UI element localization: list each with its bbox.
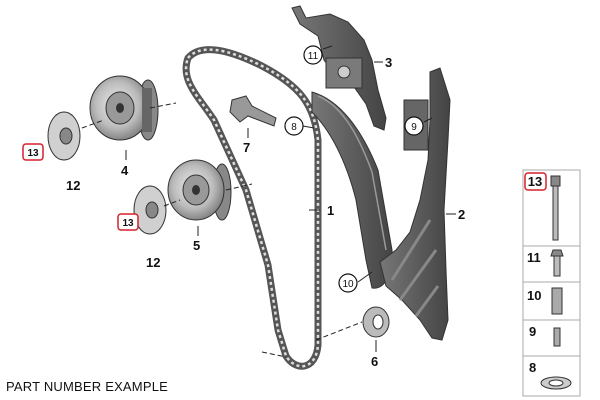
legend-item-11: 11 [527,249,564,277]
tensioner-bolt [229,95,277,127]
adjuster-plate-lower [133,185,167,235]
svg-text:11: 11 [308,51,319,62]
svg-text:8: 8 [529,360,536,375]
svg-text:10: 10 [527,288,541,303]
small-pin-icon [553,327,561,347]
svg-text:7: 7 [243,140,250,155]
svg-text:6: 6 [371,354,378,369]
svg-text:9: 9 [411,122,417,133]
washer-icon [540,376,572,390]
callout-10: 10 [338,273,358,293]
part-number-example-caption: PART NUMBER EXAMPLE [6,379,169,394]
guide-rail [379,67,451,341]
camshaft-adjuster-upper [89,75,159,141]
legend-item-10: 10 [527,287,563,315]
callout-12-lower: 12 [146,255,160,270]
callout-1: 1 [327,203,334,218]
callout-13-lower: 13 [117,213,139,231]
svg-text:13: 13 [528,174,542,189]
legend-item-9: 9 [529,324,561,347]
timing-chain [182,46,322,370]
legend-item-13: 13 [524,172,561,241]
svg-text:5: 5 [193,238,200,253]
axis-lines [81,102,363,358]
callout-9: 9 [404,116,424,136]
crank-sprocket [362,306,390,338]
svg-text:1: 1 [327,203,334,218]
svg-text:3: 3 [385,55,392,70]
leader-lines [125,45,456,352]
callout-5: 5 [193,238,200,253]
upper-chain-guide [291,5,387,131]
callout-11: 11 [303,45,323,65]
callout-6: 6 [371,354,378,369]
svg-text:12: 12 [66,178,80,193]
adjuster-plate-upper [47,111,81,161]
callout-8: 8 [284,116,304,136]
svg-text:11: 11 [527,250,541,265]
svg-text:13: 13 [122,218,134,229]
svg-text:10: 10 [342,279,354,290]
svg-text:12: 12 [146,255,160,270]
callout-2: 2 [458,207,465,222]
svg-text:2: 2 [458,207,465,222]
callout-13-upper: 13 [22,143,44,161]
legend-item-8: 8 [529,360,572,390]
svg-text:13: 13 [27,148,39,159]
svg-text:8: 8 [291,122,297,133]
svg-text:4: 4 [121,163,129,178]
callout-3: 3 [385,55,392,70]
svg-text:9: 9 [529,324,536,339]
callout-12-upper: 12 [66,178,80,193]
long-bolt-icon [550,175,561,241]
parts-legend-panel: 13 11 10 9 8 [522,169,581,397]
tensioner-rail [311,91,393,289]
callout-4: 4 [121,163,129,178]
camshaft-adjuster-lower [167,159,232,221]
stud-bolt-icon [550,249,564,277]
callout-7: 7 [243,140,250,155]
dowel-pin-icon [551,287,563,315]
